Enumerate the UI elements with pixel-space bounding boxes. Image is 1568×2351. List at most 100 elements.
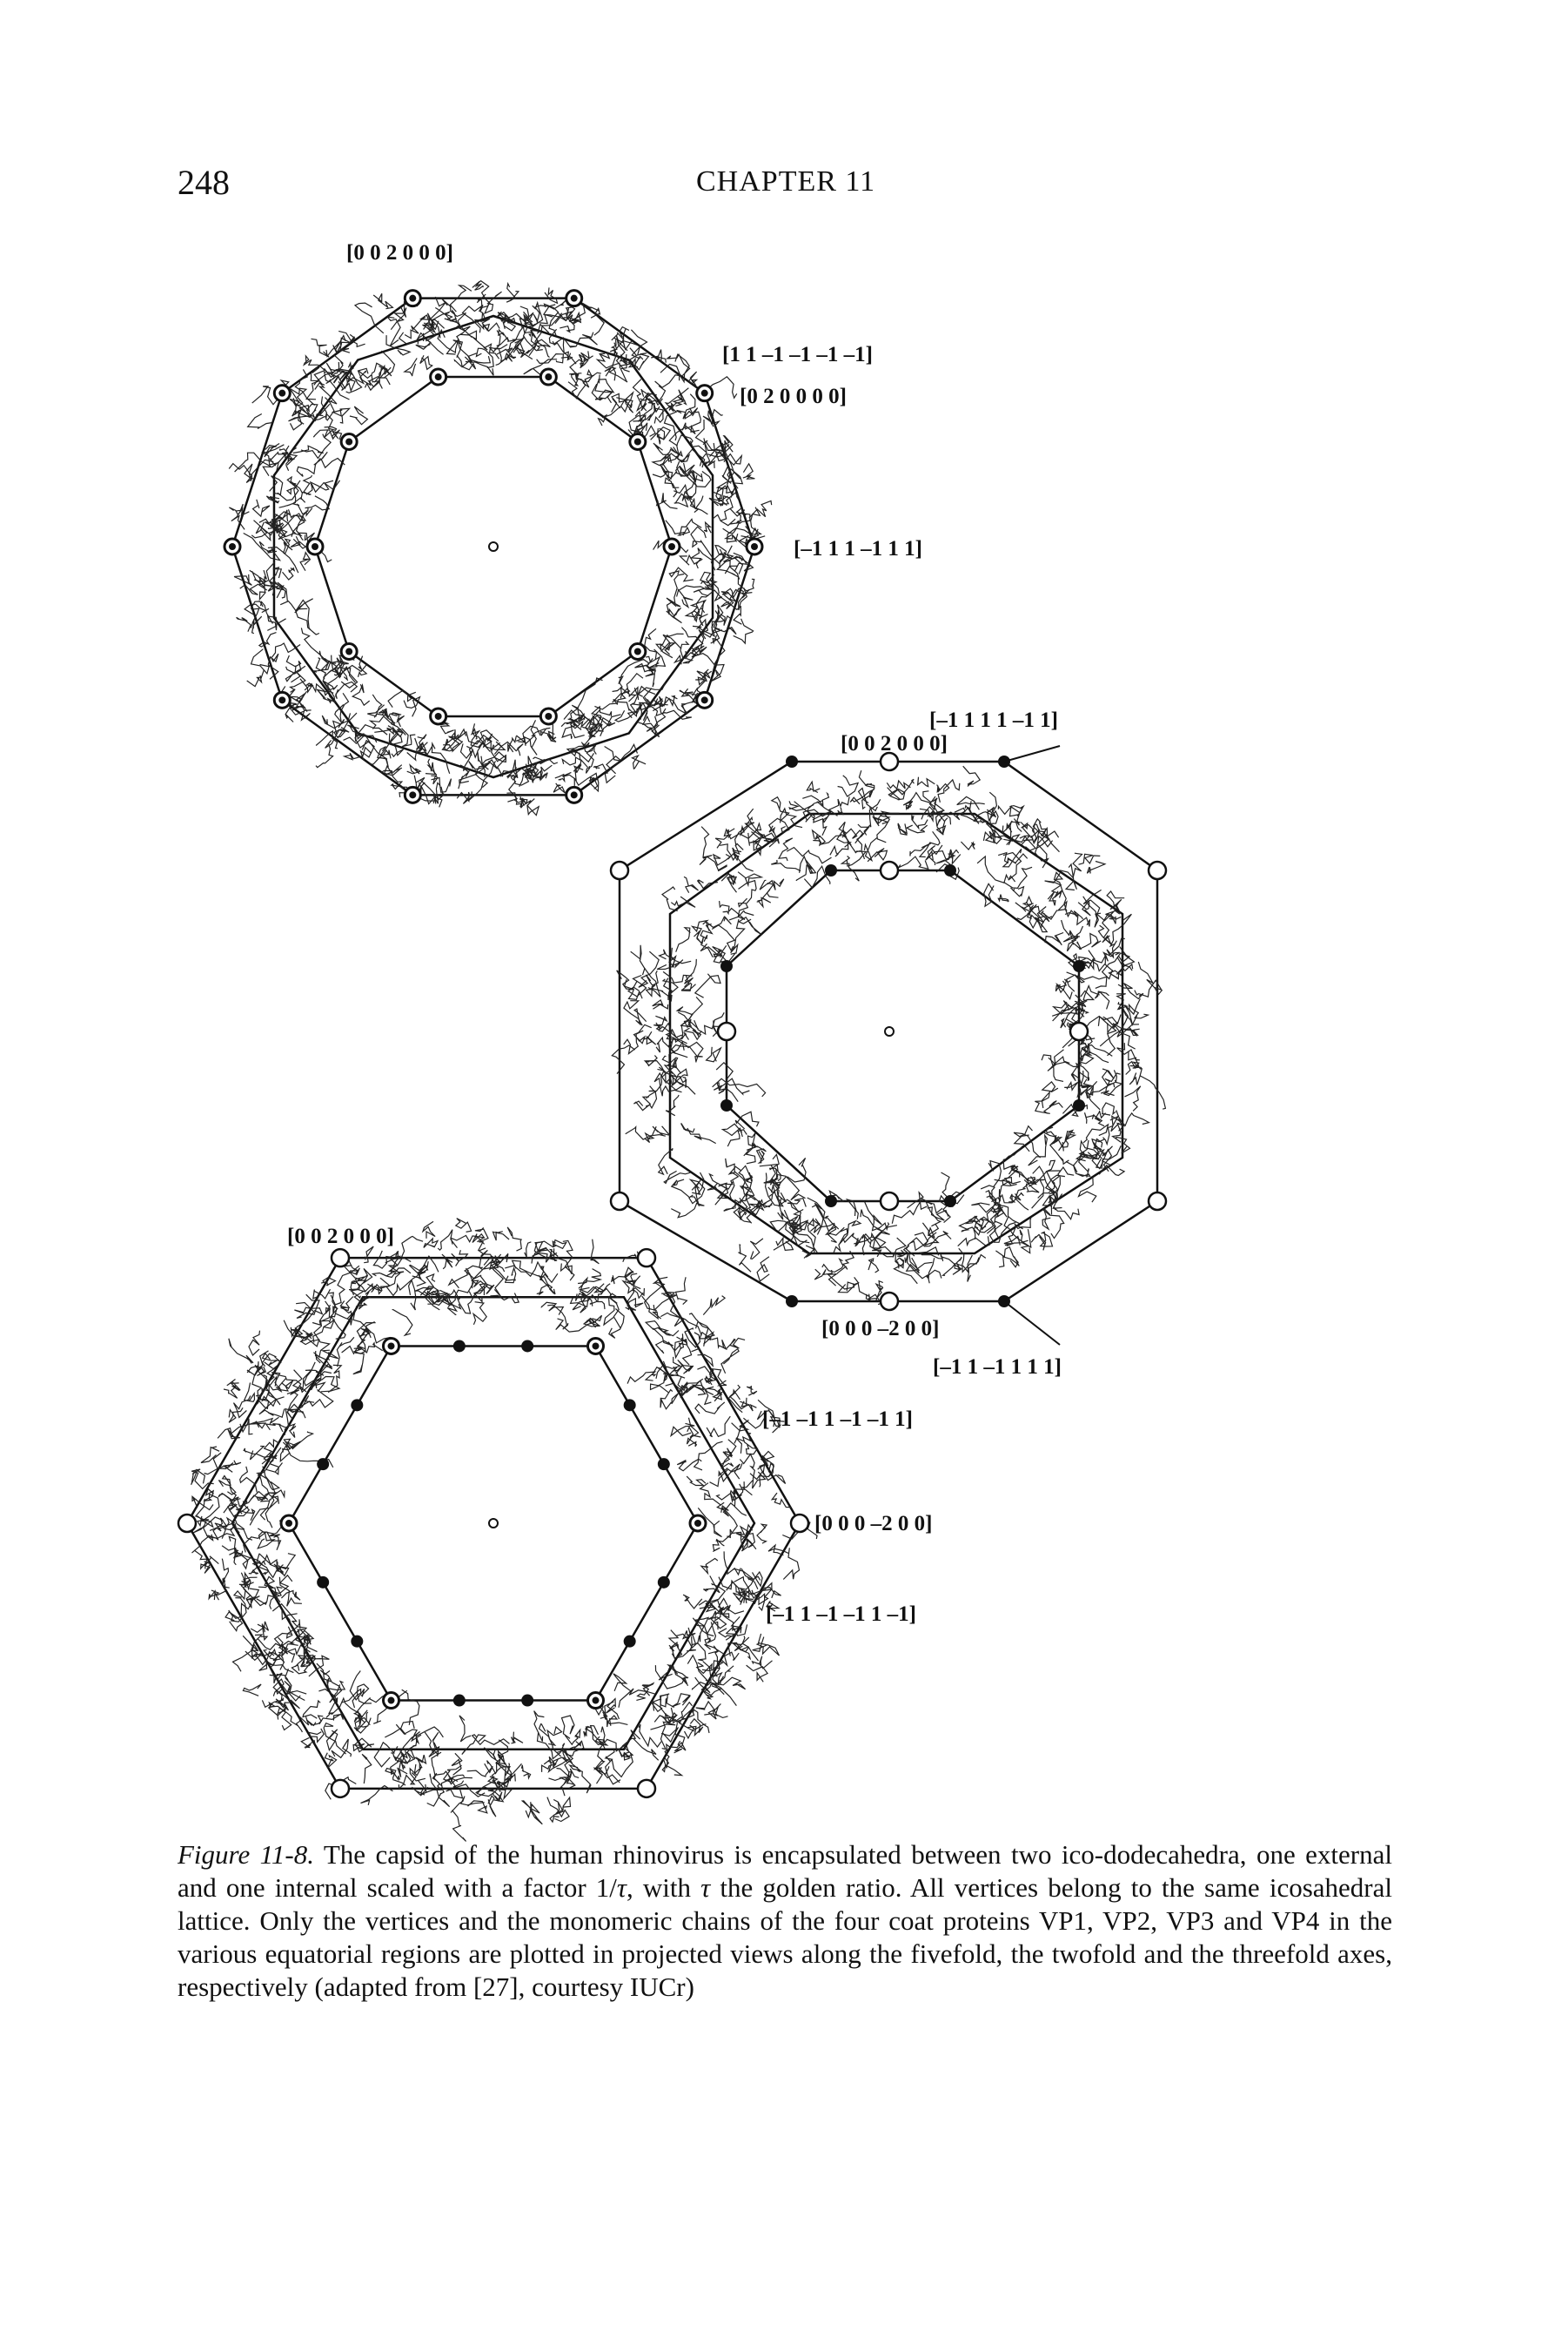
fivefold-chain-trace bbox=[594, 699, 630, 711]
twofold-chain-trace bbox=[714, 1078, 750, 1096]
twofold-chain-trace bbox=[863, 836, 878, 863]
threefold-chain-trace bbox=[390, 1250, 402, 1274]
fivefold-chain-trace bbox=[700, 571, 715, 589]
threefold-chain-trace bbox=[608, 1308, 625, 1339]
twofold-chain-trace bbox=[814, 834, 841, 845]
threefold-chain-trace bbox=[597, 1283, 611, 1310]
threefold-chain-trace bbox=[749, 1470, 787, 1484]
threefold-chain-trace bbox=[687, 1717, 704, 1737]
fivefold-chain-trace bbox=[277, 581, 289, 606]
threefold-chain-trace bbox=[497, 1763, 513, 1801]
threefold-chain-trace bbox=[569, 1293, 589, 1308]
threefold-chain-trace bbox=[229, 1418, 253, 1435]
fivefold-chain-trace bbox=[345, 367, 363, 394]
threefold-chain-trace bbox=[624, 1271, 641, 1290]
twofold-chain-trace bbox=[662, 971, 693, 985]
threefold-edge-vertex-2-2 bbox=[317, 1575, 330, 1589]
threefold-chain-trace bbox=[538, 1723, 562, 1757]
twofold-chain-trace bbox=[816, 801, 832, 823]
fivefold-chain-trace bbox=[619, 354, 627, 365]
threefold-chain-trace bbox=[735, 1589, 762, 1603]
twofold-chain-trace bbox=[1035, 906, 1053, 927]
threefold-chain-trace bbox=[472, 1249, 488, 1280]
twofold-inner-open-1 bbox=[879, 1191, 900, 1212]
fivefold-inner-vertex-2-dot bbox=[668, 543, 675, 550]
threefold-chain-trace bbox=[505, 1260, 543, 1278]
fivefold-chain-trace bbox=[475, 347, 494, 369]
threefold-chain-trace bbox=[246, 1350, 269, 1374]
fivefold-inner-vertex-0-dot bbox=[545, 373, 553, 381]
twofold-chain-trace bbox=[768, 825, 780, 848]
twofold-chain-trace bbox=[988, 1194, 1004, 1212]
threefold-chain-trace bbox=[392, 1755, 408, 1777]
fivefold-chain-trace bbox=[695, 668, 709, 686]
threefold-chain-trace bbox=[354, 1716, 372, 1731]
fivefold-chain-trace bbox=[638, 662, 660, 677]
fivefold-chain-trace bbox=[497, 312, 517, 332]
fivefold-chain-trace bbox=[528, 312, 563, 357]
threefold-chain-trace bbox=[305, 1655, 330, 1677]
threefold-chain-trace bbox=[712, 1388, 723, 1402]
threefold-chain-trace bbox=[578, 1286, 612, 1297]
fivefold-chain-trace bbox=[624, 399, 634, 413]
fivefold-chain-trace bbox=[290, 536, 307, 549]
twofold-chain-trace bbox=[775, 1236, 794, 1252]
twofold-chain-trace bbox=[1037, 1174, 1065, 1199]
twofold-chain-trace bbox=[661, 977, 679, 996]
twofold-chain-trace bbox=[759, 1164, 781, 1182]
threefold-chain-trace bbox=[506, 1226, 522, 1252]
twofold-chain-trace bbox=[1111, 1110, 1126, 1143]
twofold-chain-trace bbox=[680, 982, 696, 992]
fivefold-chain-trace bbox=[536, 353, 565, 365]
threefold-chain-trace bbox=[660, 1698, 685, 1723]
threefold-chain-trace bbox=[714, 1604, 731, 1622]
threefold-chain-trace bbox=[649, 1373, 670, 1394]
fivefold-chain-trace bbox=[296, 599, 312, 630]
fivefold-outer-vertex-0-dot bbox=[570, 294, 578, 302]
threefold-chain-trace bbox=[681, 1627, 696, 1644]
threefold-inner-vertex-1-dot bbox=[592, 1696, 600, 1704]
threefold-chain-trace bbox=[218, 1492, 241, 1501]
threefold-protein-chains bbox=[191, 1218, 818, 1842]
twofold-chain-trace bbox=[1059, 852, 1083, 879]
twofold-chain-trace bbox=[964, 1215, 982, 1228]
threefold-chain-trace bbox=[562, 1239, 575, 1281]
threefold-chain-trace bbox=[597, 1738, 629, 1762]
twofold-chain-trace bbox=[961, 1216, 992, 1236]
threefold-chain-trace bbox=[395, 1723, 422, 1743]
fivefold-chain-trace bbox=[587, 723, 600, 737]
twofold-chain-trace bbox=[1102, 1115, 1120, 1146]
fivefold-chain-trace bbox=[703, 438, 727, 457]
threefold-chain-trace bbox=[307, 1728, 325, 1743]
fivefold-chain-trace bbox=[267, 513, 305, 534]
twofold-chain-trace bbox=[836, 1250, 855, 1274]
twofold-chain-trace bbox=[863, 799, 881, 836]
fivefold-chain-trace bbox=[678, 554, 703, 566]
threefold-chain-trace bbox=[673, 1336, 688, 1353]
twofold-inner-vertex-5 bbox=[825, 1195, 837, 1207]
threefold-chain-trace bbox=[298, 1636, 312, 1664]
threefold-chain-trace bbox=[358, 1341, 384, 1354]
threefold-chain-trace bbox=[702, 1295, 727, 1315]
fivefold-chain-trace bbox=[651, 349, 667, 364]
threefold-chain-trace bbox=[450, 1234, 486, 1245]
threefold-chain-trace bbox=[425, 1273, 436, 1305]
fivefold-chain-trace bbox=[674, 467, 696, 480]
threefold-chain-trace bbox=[417, 1261, 429, 1276]
threefold-chain-trace bbox=[770, 1492, 792, 1508]
threefold-chain-trace bbox=[352, 1743, 365, 1752]
threefold-chain-trace bbox=[286, 1392, 304, 1421]
threefold-chain-trace bbox=[392, 1308, 413, 1337]
threefold-chain-trace bbox=[677, 1359, 694, 1374]
threefold-middle-hexagon bbox=[231, 1295, 756, 1751]
threefold-chain-trace bbox=[739, 1453, 755, 1480]
threefold-chain-trace bbox=[474, 1226, 489, 1252]
twofold-chain-trace bbox=[1072, 1164, 1091, 1178]
fivefold-chain-trace bbox=[524, 764, 539, 780]
threefold-chain-trace bbox=[756, 1523, 768, 1544]
fivefold-chain-trace bbox=[285, 445, 298, 461]
twofold-chain-trace bbox=[778, 1219, 809, 1232]
threefold-chain-trace bbox=[372, 1250, 394, 1269]
threefold-chain-trace bbox=[585, 1314, 603, 1324]
twofold-chain-trace bbox=[941, 1172, 965, 1205]
